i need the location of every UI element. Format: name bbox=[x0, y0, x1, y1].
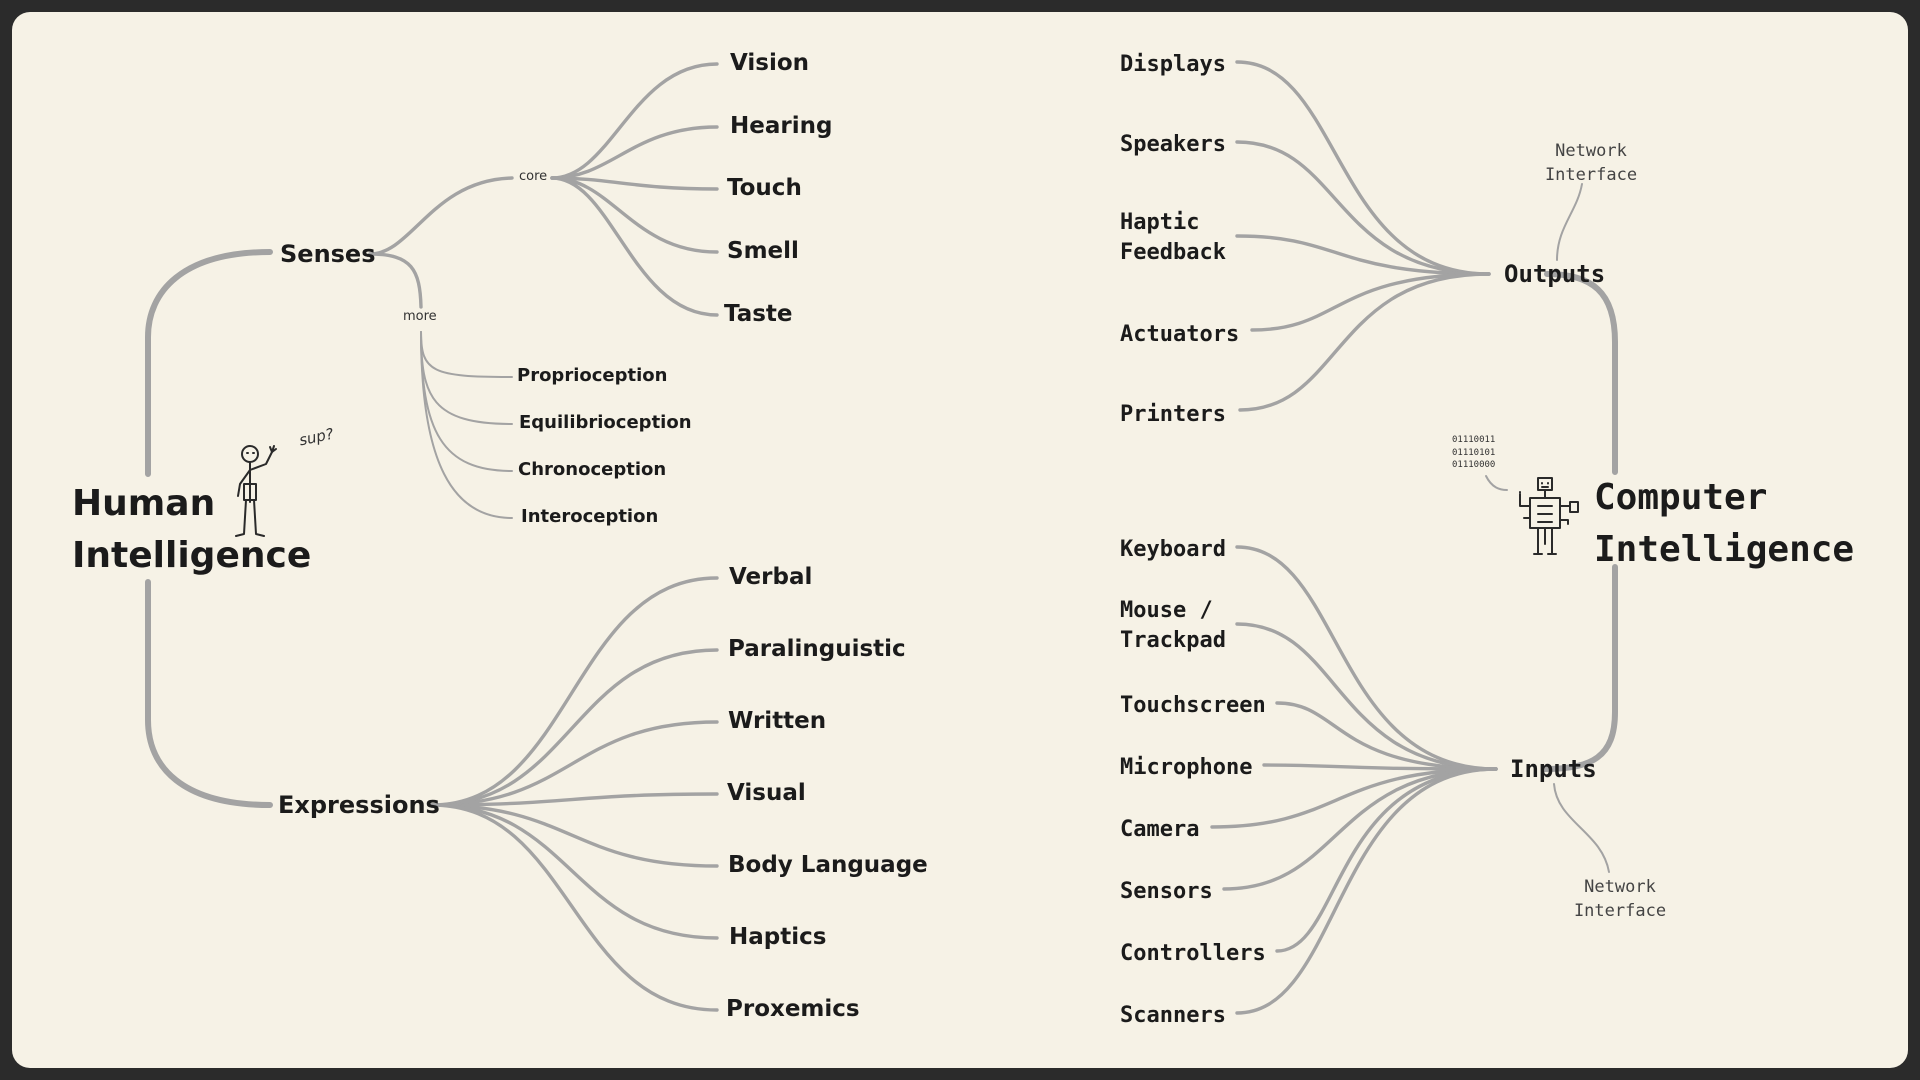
binary-line-3: 01110000 bbox=[1452, 460, 1496, 471]
output-haptic-feedback: Haptic Feedback bbox=[1120, 210, 1226, 266]
computer-intelligence-title: Computer Intelligence bbox=[1594, 472, 1854, 576]
more-senses-label: more bbox=[400, 310, 440, 323]
stick-figure-icon bbox=[235, 445, 277, 537]
input-touchscreen: Touchscreen bbox=[1120, 693, 1266, 718]
binary-line-2: 01110101 bbox=[1452, 447, 1496, 458]
sense-equilibrioception: Equilibrioception bbox=[519, 412, 692, 433]
input-microphone: Microphone bbox=[1120, 755, 1253, 780]
output-displays: Displays bbox=[1120, 52, 1226, 77]
output-actuators: Actuators bbox=[1120, 322, 1240, 347]
expression-visual: Visual bbox=[727, 780, 806, 806]
input-sensors: Sensors bbox=[1120, 879, 1213, 904]
sense-vision: Vision bbox=[730, 50, 810, 76]
output-speakers: Speakers bbox=[1120, 132, 1226, 157]
outputs-network-interface: Network Interface bbox=[1531, 140, 1651, 188]
computer-title-line-2: Intelligence bbox=[1594, 529, 1855, 571]
computer-title-line-1: Computer bbox=[1594, 477, 1768, 518]
inputs-node: Inputs bbox=[1510, 755, 1597, 783]
sense-proprioception: Proprioception bbox=[517, 365, 668, 386]
expression-proxemics: Proxemics bbox=[726, 996, 860, 1022]
sense-smell: Smell bbox=[727, 238, 799, 264]
expressions-node: Expressions bbox=[278, 791, 440, 819]
human-title-line-2: Intelligence bbox=[72, 535, 312, 577]
outputs-network-interface-text: Network Interface bbox=[1544, 141, 1638, 185]
robot-icon bbox=[1519, 477, 1579, 555]
sense-chronoception: Chronoception bbox=[518, 459, 667, 480]
binary-text: 01110011 01110101 01110000 bbox=[1452, 434, 1495, 472]
binary-line-1: 01110011 bbox=[1452, 435, 1496, 445]
outputs-node: Outputs bbox=[1504, 260, 1606, 288]
senses-node: Senses bbox=[280, 240, 376, 268]
expression-paralinguistic: Paralinguistic bbox=[728, 636, 906, 662]
core-senses-label: core bbox=[516, 170, 551, 183]
output-printers: Printers bbox=[1120, 402, 1226, 427]
mind-map-canvas: Human Intelligence sup? Senses core more… bbox=[12, 12, 1908, 1068]
connector-lines bbox=[145, 60, 1618, 1015]
input-camera: Camera bbox=[1120, 817, 1200, 842]
sense-touch: Touch bbox=[727, 175, 802, 201]
expression-written: Written bbox=[728, 708, 827, 734]
input-mouse-trackpad: Mouse / Trackpad bbox=[1120, 598, 1226, 654]
inputs-network-interface: Network Interface bbox=[1560, 876, 1680, 924]
human-title-line-1: Human bbox=[72, 483, 216, 524]
input-keyboard: Keyboard bbox=[1120, 537, 1226, 562]
expression-verbal: Verbal bbox=[729, 564, 813, 590]
inputs-network-interface-text: Network Interface bbox=[1573, 877, 1667, 921]
expression-haptics: Haptics bbox=[729, 924, 827, 950]
sense-interoception: Interoception bbox=[521, 506, 659, 527]
expression-body-language: Body Language bbox=[728, 852, 928, 878]
input-scanners: Scanners bbox=[1120, 1003, 1226, 1028]
human-intelligence-title: Human Intelligence bbox=[72, 478, 311, 582]
input-controllers: Controllers bbox=[1120, 941, 1266, 966]
sense-hearing: Hearing bbox=[730, 113, 833, 139]
sense-taste: Taste bbox=[724, 301, 793, 327]
